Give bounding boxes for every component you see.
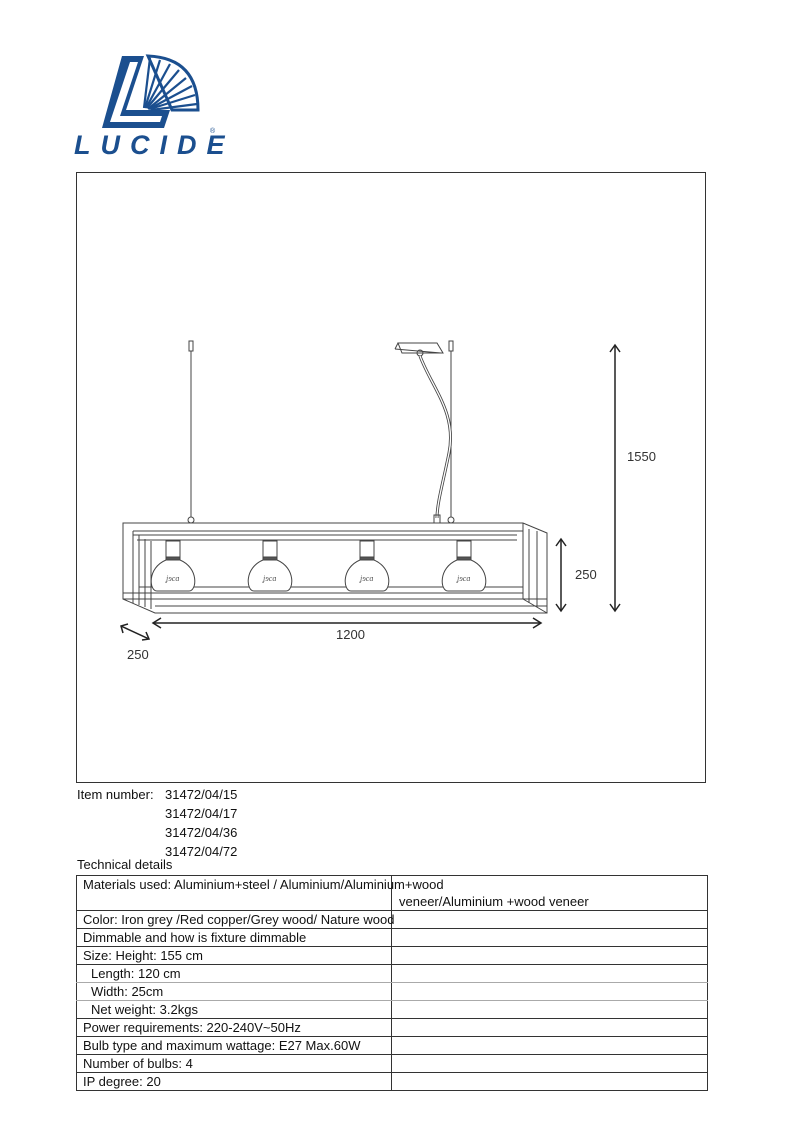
brand-wordmark: LUCIDE [74, 130, 235, 160]
bulb-count-cell: Number of bulbs: 4 [76, 1054, 392, 1073]
value-cell [391, 964, 708, 983]
table-row: Length: 120 cm [76, 964, 708, 983]
value-cell [391, 1000, 708, 1019]
bulb-2 [247, 540, 293, 592]
value-cell [391, 982, 708, 1001]
lucide-logo: LUCIDE ® [74, 52, 225, 162]
value-cell [391, 946, 708, 965]
table-row: Size: Height: 155 cm [76, 946, 708, 965]
pendant-lamp-drawing-icon: ʝɘcɑ ʝɘcɑ ʝɘcɑ ʝɘcɑ [120, 340, 621, 641]
item-number-value: 31472/04/72 [165, 844, 238, 859]
value-cell [391, 1036, 708, 1055]
table-row: Net weight: 3.2kgs [76, 1000, 708, 1019]
registered-mark: ® [210, 128, 216, 135]
technical-drawing: ʝɘcɑ ʝɘcɑ ʝɘcɑ ʝɘcɑ [76, 172, 706, 783]
technical-details-title: Technical details [77, 857, 173, 872]
table-row: Color: Iron grey /Red copper/Grey wood/ … [76, 910, 708, 929]
value-cell [391, 928, 708, 947]
net-weight-cell: Net weight: 3.2kgs [76, 1000, 392, 1019]
body-height-dimension: 250 [575, 567, 597, 582]
table-row: Width: 25cm [76, 982, 708, 1001]
svg-text:ʝɘcɑ: ʝɘcɑ [165, 574, 179, 583]
width-cell: Width: 25cm [76, 982, 392, 1001]
logo-mark-icon [102, 54, 200, 128]
value-cell [391, 1054, 708, 1073]
svg-text:ʝɘcɑ: ʝɘcɑ [359, 574, 373, 583]
dimmable-cell: Dimmable and how is fixture dimmable [76, 928, 392, 947]
technical-details-table: Materials used: Aluminium+steel / Alumin… [76, 875, 708, 1091]
total-height-dimension: 1550 [627, 449, 656, 464]
table-row: IP degree: 20 [76, 1072, 708, 1091]
item-number-value: 31472/04/36 [165, 825, 238, 840]
length-cell: Length: 120 cm [76, 964, 392, 983]
table-row: Number of bulbs: 4 [76, 1054, 708, 1073]
svg-text:ʝɘcɑ: ʝɘcɑ [262, 574, 276, 583]
item-number-label: Item number: [77, 787, 154, 802]
depth-dimension: 250 [127, 647, 149, 662]
bulb-type-cell: Bulb type and maximum wattage: E27 Max.6… [76, 1036, 392, 1055]
item-number-value: 31472/04/17 [165, 806, 238, 821]
table-row: Bulb type and maximum wattage: E27 Max.6… [76, 1036, 708, 1055]
svg-text:ʝɘcɑ: ʝɘcɑ [456, 574, 470, 583]
item-number-value: 31472/04/15 [165, 787, 238, 802]
value-cell [391, 1072, 708, 1091]
ip-degree-cell: IP degree: 20 [76, 1072, 392, 1091]
table-row: Power requirements: 220-240V~50Hz [76, 1018, 708, 1037]
item-numbers: Item number: 31472/04/15 31472/04/17 3147… [77, 785, 237, 861]
bulb-3 [344, 540, 390, 592]
materials-continuation: veneer/Aluminium +wood veneer [399, 894, 589, 909]
power-cell: Power requirements: 220-240V~50Hz [76, 1018, 392, 1037]
table-row: Dimmable and how is fixture dimmable [76, 928, 708, 947]
bulb-4 [441, 540, 487, 592]
bulb-1 [150, 540, 196, 592]
length-dimension: 1200 [336, 627, 365, 642]
color-cell: Color: Iron grey /Red copper/Grey wood/ … [76, 910, 394, 929]
value-cell [391, 910, 708, 929]
table-row: Materials used: Aluminium+steel / Alumin… [76, 875, 708, 911]
materials-cell: Materials used: Aluminium+steel / Alumin… [76, 875, 444, 911]
size-height-cell: Size: Height: 155 cm [76, 946, 392, 965]
value-cell [391, 1018, 708, 1037]
